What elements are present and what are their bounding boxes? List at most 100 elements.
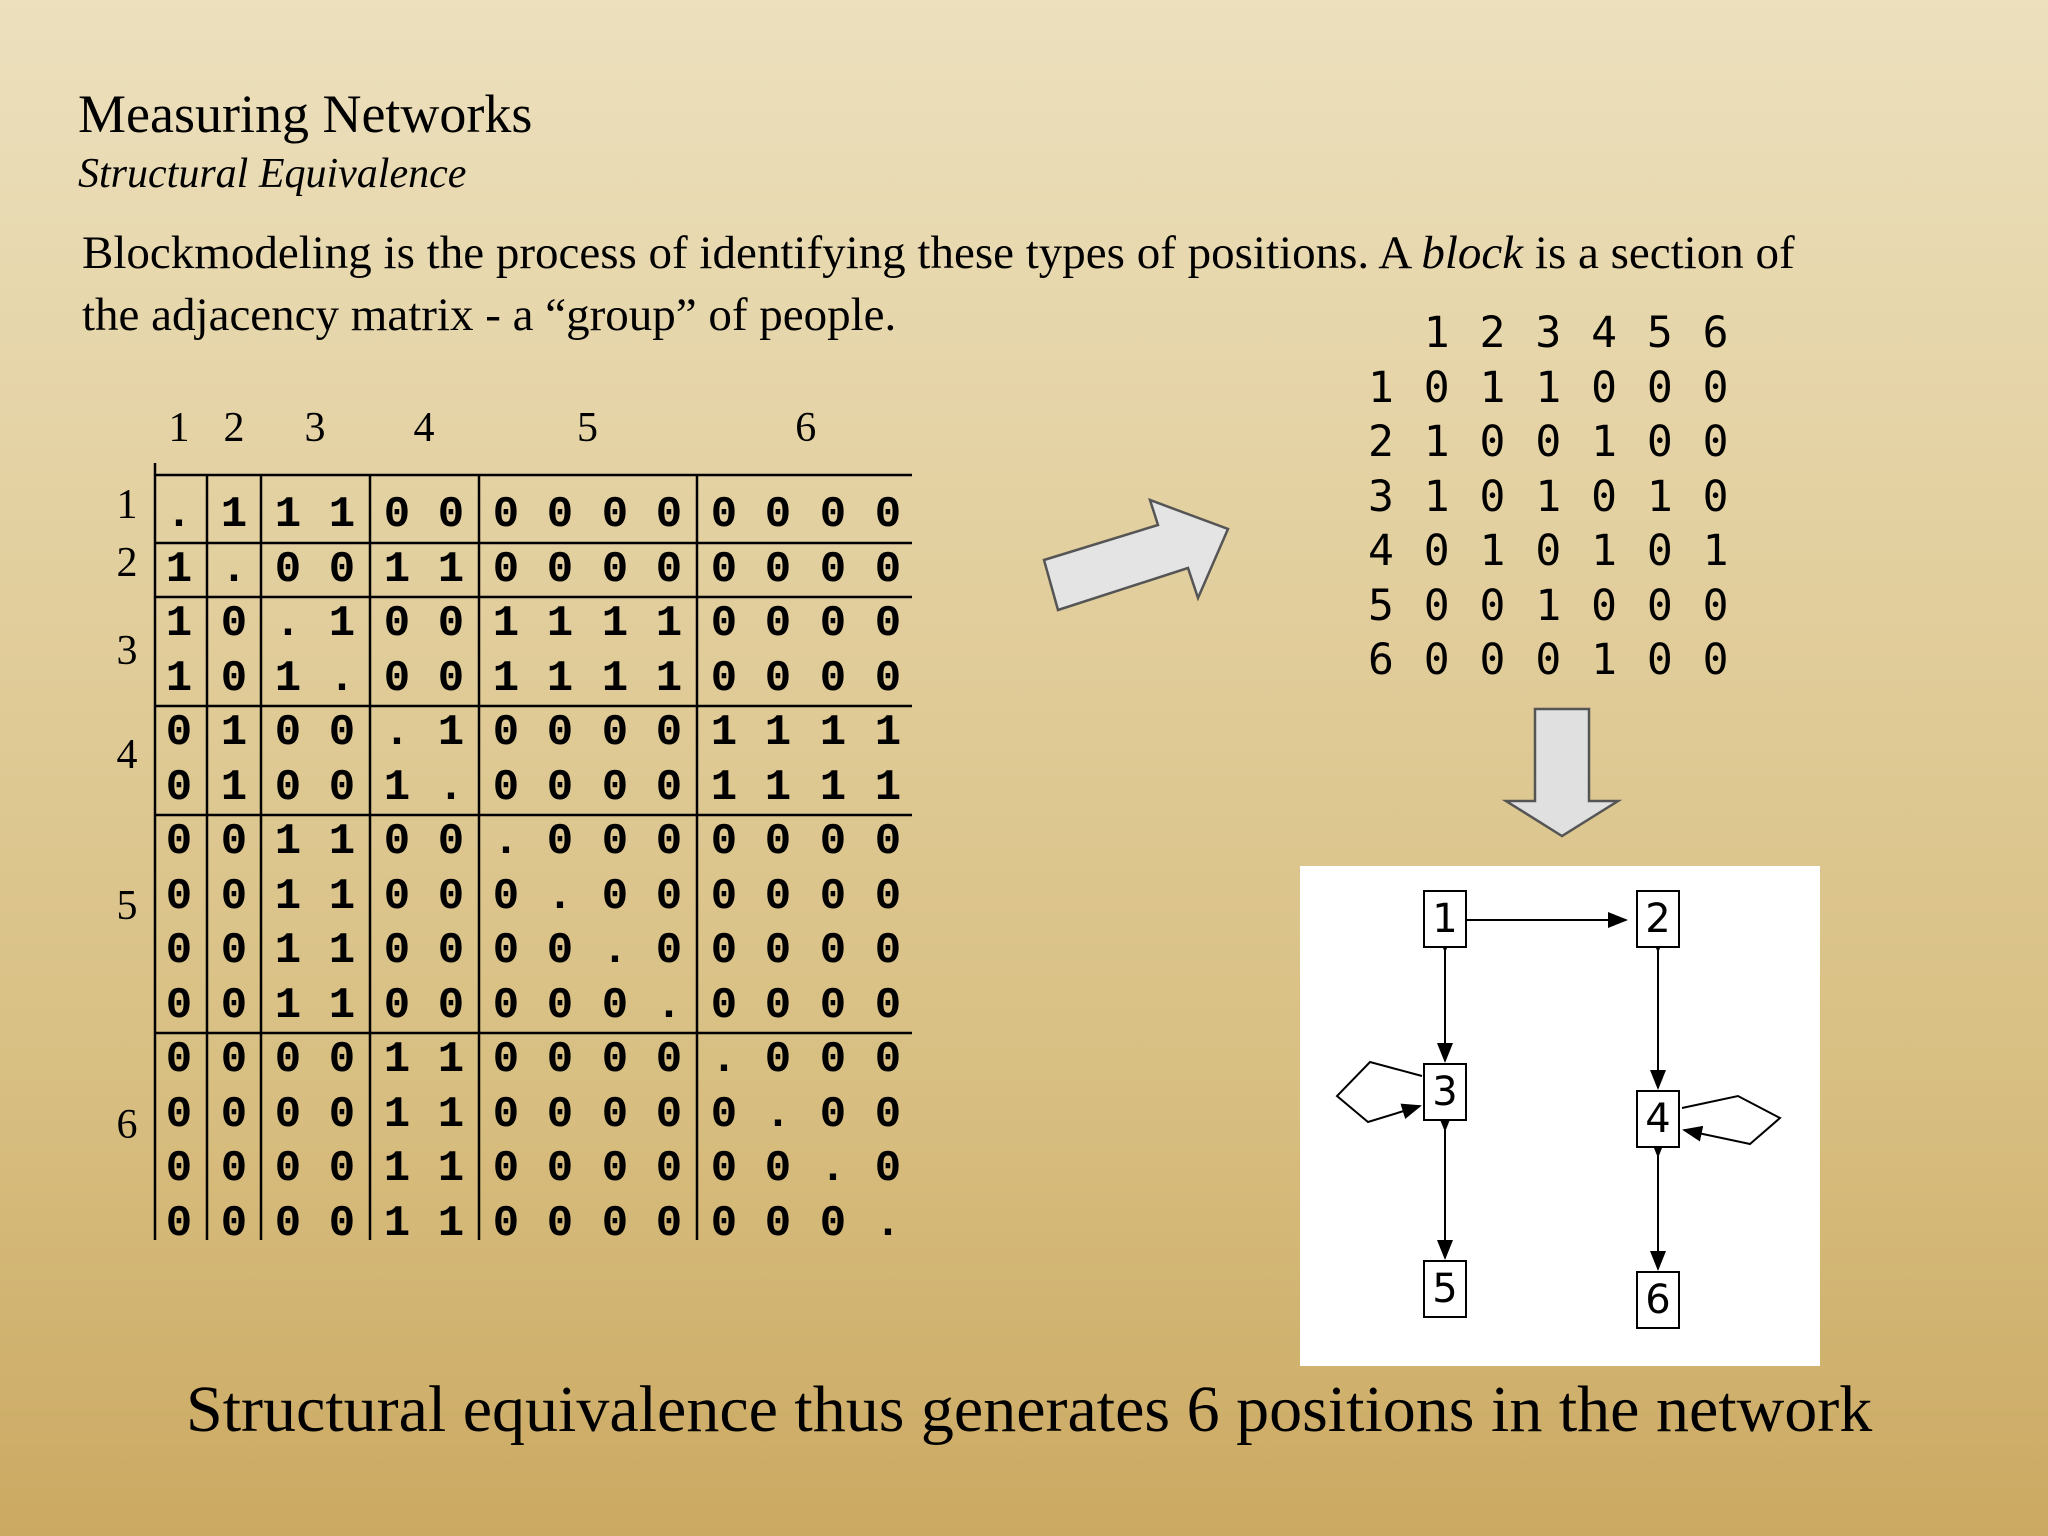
matrix-cell: 1 (165, 654, 193, 704)
matrix-cell: 0 (874, 1090, 902, 1140)
matrix-cell: 1 (383, 1144, 411, 1194)
matrix-cell: 0 (383, 926, 411, 976)
matrix-cell: . (492, 817, 520, 867)
blockmodel-column-label: 5 (577, 405, 598, 451)
matrix-cell: 0 (328, 1035, 356, 1085)
matrix-cell: 0 (274, 545, 302, 595)
matrix-cell: 0 (764, 490, 792, 540)
blockmodel-column-label: 4 (413, 405, 435, 451)
matrix-cell: 0 (383, 817, 411, 867)
matrix-cell: 1 (165, 545, 193, 595)
matrix-cell: 1 (437, 708, 465, 758)
matrix-cell: 0 (383, 981, 411, 1031)
matrix-cell: . (165, 490, 193, 540)
matrix-cell: 0 (874, 1144, 902, 1194)
matrix-cell: 0 (437, 654, 465, 704)
matrix-cell: 1 (328, 817, 356, 867)
matrix-cell: 0 (710, 545, 738, 595)
matrix-cell: 0 (710, 926, 738, 976)
matrix-cell: 0 (492, 763, 520, 813)
matrix-cell: 1 (437, 1035, 465, 1085)
matrix-cell: 1 (274, 817, 302, 867)
matrix-cell: 0 (274, 1090, 302, 1140)
matrix-cell: 0 (328, 545, 356, 595)
matrix-cell: . (601, 926, 629, 976)
matrix-cell: 0 (165, 1144, 193, 1194)
matrix-cell: 0 (764, 545, 792, 595)
matrix-cell: 0 (546, 1090, 574, 1140)
blockmodel-column-label: 3 (304, 405, 326, 451)
matrix-cell: 0 (710, 817, 738, 867)
matrix-cell: 0 (220, 1090, 248, 1140)
matrix-cell: 1 (437, 545, 465, 595)
matrix-cell: 0 (220, 1199, 248, 1249)
matrix-cell: 0 (165, 981, 193, 1031)
matrix-cell: 0 (546, 490, 574, 540)
slide-subtitle: Structural Equivalence (78, 151, 467, 197)
matrix-cell: 0 (874, 654, 902, 704)
blockmodel-row-label: 4 (116, 732, 138, 778)
matrix-cell: 0 (165, 1035, 193, 1085)
matrix-cell: 0 (655, 872, 683, 922)
matrix-cell: 0 (220, 872, 248, 922)
matrix-cell: 0 (437, 817, 465, 867)
matrix-cell: 0 (383, 599, 411, 649)
matrix-cell: 0 (710, 1144, 738, 1194)
blockmodel-row-label: 2 (116, 540, 138, 586)
matrix-cell: 0 (492, 1144, 520, 1194)
matrix-cell: 0 (601, 763, 629, 813)
matrix-cell: 1 (383, 1090, 411, 1140)
footer-statement: Structural equivalence thus generates 6 … (186, 1373, 1873, 1446)
position-graph: 1 2 3 4 5 6 (1300, 866, 1820, 1366)
graph-node: 1 (1423, 890, 1467, 948)
graph-node: 2 (1636, 890, 1680, 948)
matrix-cell: 1 (764, 708, 792, 758)
matrix-cell: 1 (655, 654, 683, 704)
matrix-cell: 0 (165, 926, 193, 976)
matrix-cell: 1 (710, 708, 738, 758)
matrix-cell: 0 (220, 1144, 248, 1194)
matrix-cell: 0 (165, 763, 193, 813)
matrix-cell: 1 (492, 654, 520, 704)
blockmodel-column-label: 2 (223, 405, 245, 451)
reduced-matrix: 1 2 3 4 5 6 1 0 1 1 0 0 0 2 1 0 0 1 0 0 … (1368, 306, 1731, 688)
matrix-cell: 0 (655, 1144, 683, 1194)
matrix-cell: 0 (601, 1035, 629, 1085)
matrix-cell: 1 (274, 654, 302, 704)
matrix-cell: 0 (764, 654, 792, 704)
matrix-cell: 0 (655, 1199, 683, 1249)
matrix-cell: 1 (274, 872, 302, 922)
matrix-cell: 0 (492, 490, 520, 540)
matrix-cell: 0 (601, 981, 629, 1031)
matrix-cell: 1 (328, 926, 356, 976)
matrix-cell: 1 (819, 708, 847, 758)
matrix-cell: 0 (492, 1090, 520, 1140)
reduced-matrix-header: 1 2 3 4 5 6 (1368, 306, 1731, 361)
matrix-cell: 0 (764, 1199, 792, 1249)
graph-node: 6 (1636, 1271, 1680, 1329)
matrix-cell: 0 (437, 490, 465, 540)
matrix-cell: 0 (492, 1035, 520, 1085)
matrix-cell: . (274, 599, 302, 649)
matrix-cell: 1 (764, 763, 792, 813)
matrix-cell: 0 (764, 1144, 792, 1194)
matrix-cell: . (383, 708, 411, 758)
blockmodel-column-label: 6 (795, 405, 817, 451)
matrix-cell: 0 (546, 926, 574, 976)
matrix-cell: 0 (874, 926, 902, 976)
graph-node: 3 (1423, 1063, 1467, 1121)
matrix-cell: 0 (546, 1035, 574, 1085)
body-text-emphasis: block (1421, 227, 1524, 279)
matrix-cell: 0 (328, 1144, 356, 1194)
matrix-cell: 0 (819, 817, 847, 867)
matrix-cell: 1 (874, 708, 902, 758)
matrix-cell: 1 (601, 654, 629, 704)
matrix-cell: 0 (328, 763, 356, 813)
matrix-cell: 0 (819, 545, 847, 595)
matrix-cell: 1 (274, 926, 302, 976)
matrix-cell: 0 (819, 1090, 847, 1140)
matrix-cell: 0 (655, 926, 683, 976)
matrix-cell: 0 (655, 1035, 683, 1085)
matrix-cell: 0 (819, 981, 847, 1031)
